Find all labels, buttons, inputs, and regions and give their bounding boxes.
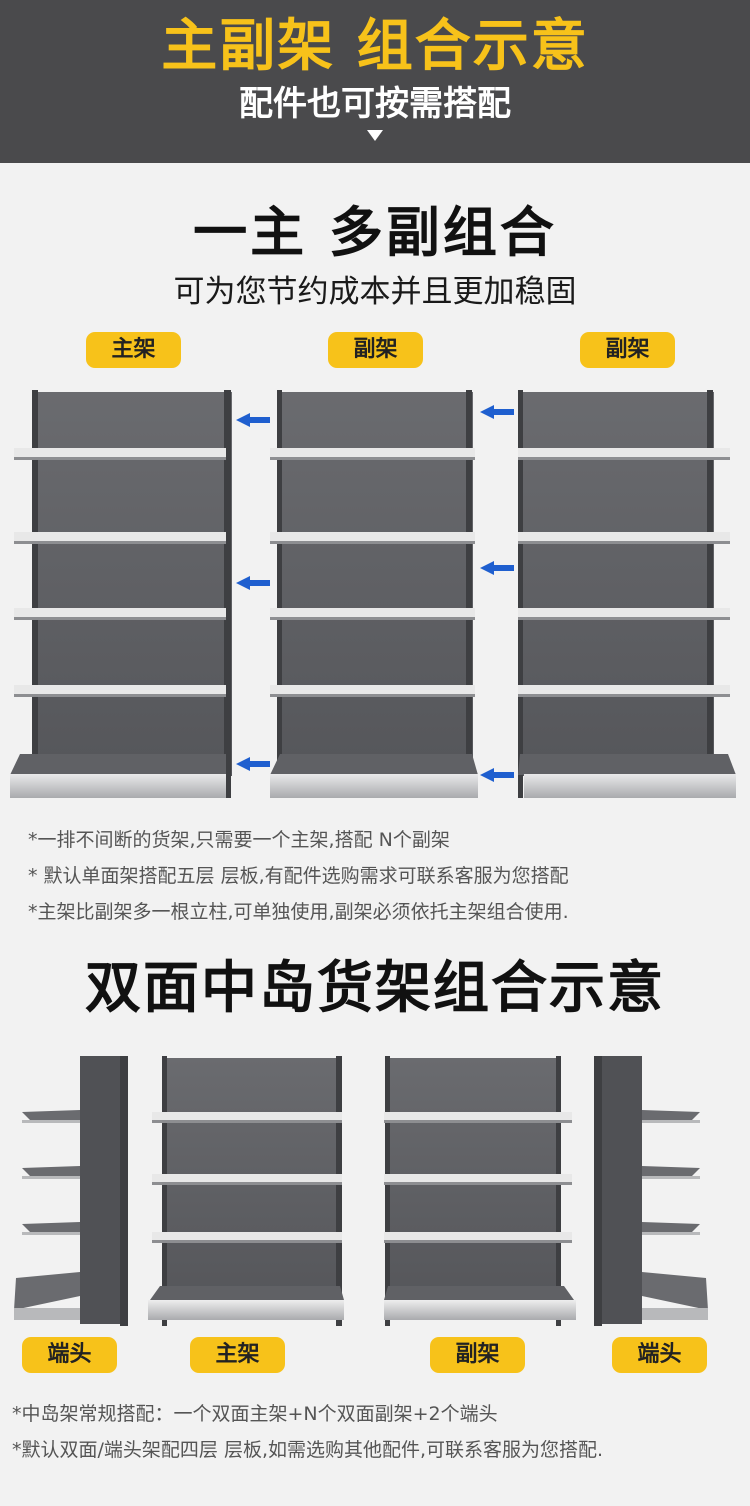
main-rack-illustration — [10, 390, 736, 798]
label-end-cap-left: 端头 — [22, 1337, 117, 1373]
label-sub-rack-1: 副架 — [328, 332, 423, 368]
label-island-sub-rack: 副架 — [430, 1337, 525, 1373]
section1-note-1: *一排不间断的货架,只需要一个主架,搭配 N个副架 — [28, 829, 450, 851]
header-banner: 主副架 组合示意 配件也可按需搭配 — [0, 0, 750, 163]
header-subtitle: 配件也可按需搭配 — [239, 84, 511, 124]
label-end-cap-right: 端头 — [612, 1337, 707, 1373]
label-main-rack: 主架 — [86, 332, 181, 368]
arrow-left-icon — [236, 757, 270, 771]
label-sub-rack-2: 副架 — [580, 332, 675, 368]
island-rack-illustration — [14, 1056, 708, 1326]
section1-subtitle: 可为您节约成本并且更加稳固 — [173, 274, 577, 310]
label-island-main-rack: 主架 — [190, 1337, 285, 1373]
section1-note-2: * 默认单面架搭配五层 层板,有配件选购需求可联系客服为您搭配 — [28, 865, 569, 887]
section2-note-2: *默认双面/端头架配四层 层板,如需选购其他配件,可联系客服为您搭配. — [12, 1439, 604, 1461]
section2-title: 双面中岛货架组合示意 — [85, 956, 665, 1021]
arrow-left-icon — [236, 413, 270, 427]
section2-note-1: *中岛架常规搭配：一个双面主架+N个双面副架+2个端头 — [12, 1403, 498, 1425]
header-title: 主副架 组合示意 — [161, 14, 589, 79]
arrow-left-icon — [480, 561, 514, 575]
arrow-left-icon — [236, 576, 270, 590]
arrow-left-icon — [480, 768, 514, 782]
section1-note-3: *主架比副架多一根立柱,可单独使用,副架必须依托主架组合使用. — [28, 901, 569, 923]
arrow-left-icon — [480, 405, 514, 419]
down-triangle-icon — [367, 130, 383, 141]
section1-title: 一主 多副组合 — [193, 201, 557, 264]
